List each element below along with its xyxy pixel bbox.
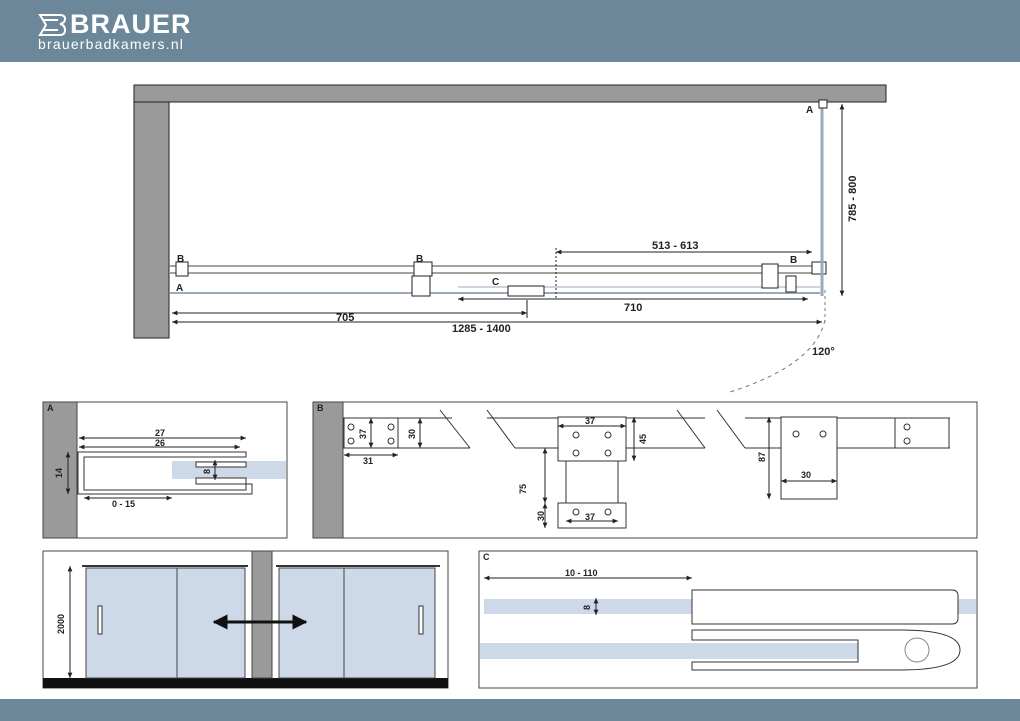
dim-b-31: 31 bbox=[363, 456, 373, 466]
dim-b-45: 45 bbox=[638, 434, 648, 444]
dim-b-75: 75 bbox=[518, 484, 528, 494]
detail-c: C 10 - 110 8 bbox=[478, 550, 978, 689]
detail-a: A 27 26 14 8 0 - 15 bbox=[42, 401, 288, 539]
dim-b-37b: 37 bbox=[585, 416, 595, 426]
dim-b-30b: 30 bbox=[536, 511, 546, 521]
dim-a-8: 8 bbox=[202, 469, 212, 474]
dim-a-0-15: 0 - 15 bbox=[112, 499, 135, 509]
footer-bar bbox=[0, 699, 1020, 721]
left-wall bbox=[133, 84, 170, 339]
dim-total: 1285 - 1400 bbox=[452, 323, 511, 335]
label-b-mid: B bbox=[416, 254, 423, 265]
dim-a-26: 26 bbox=[155, 438, 165, 448]
label-b-left: B bbox=[177, 254, 184, 265]
label-c: C bbox=[492, 277, 499, 288]
detail-b-label: B bbox=[317, 403, 324, 413]
dim-front-2000: 2000 bbox=[56, 614, 66, 634]
angle-label: 120° bbox=[812, 346, 835, 358]
brand-name: BRAUER bbox=[70, 9, 192, 39]
dim-b-37c: 37 bbox=[585, 512, 595, 522]
dim-slide: 513 - 613 bbox=[652, 240, 698, 252]
detail-b: B 37 30 31 37 45 75 30 37 bbox=[312, 401, 978, 539]
dim-left: 705 bbox=[336, 312, 354, 324]
dim-height: 785 - 800 bbox=[847, 176, 859, 222]
top-view: A A B B B C 513 - 613 785 - 800 705 710 … bbox=[133, 84, 887, 393]
label-b-right: B bbox=[790, 255, 797, 266]
label-a-left: A bbox=[176, 283, 183, 294]
detail-a-label: A bbox=[47, 403, 54, 413]
dim-b-87: 87 bbox=[757, 452, 767, 462]
back-wall bbox=[133, 84, 887, 103]
brand-website: brauerbadkamers.nl bbox=[38, 36, 185, 52]
header-bar: BRAUER brauerbadkamers.nl bbox=[0, 0, 1020, 62]
label-a-top: A bbox=[806, 105, 813, 116]
dim-b-30a: 30 bbox=[407, 429, 417, 439]
dim-c-8: 8 bbox=[582, 605, 592, 610]
dim-b-37a: 37 bbox=[358, 429, 368, 439]
detail-c-label: C bbox=[483, 552, 490, 562]
dim-c-10-110: 10 - 110 bbox=[565, 568, 598, 578]
dim-b-30c: 30 bbox=[801, 470, 811, 480]
dim-a-27: 27 bbox=[155, 428, 165, 438]
dim-right: 710 bbox=[624, 302, 642, 314]
brauer-logo-icon bbox=[38, 14, 66, 36]
dim-a-14: 14 bbox=[54, 468, 64, 478]
front-view: 2000 bbox=[42, 550, 449, 689]
